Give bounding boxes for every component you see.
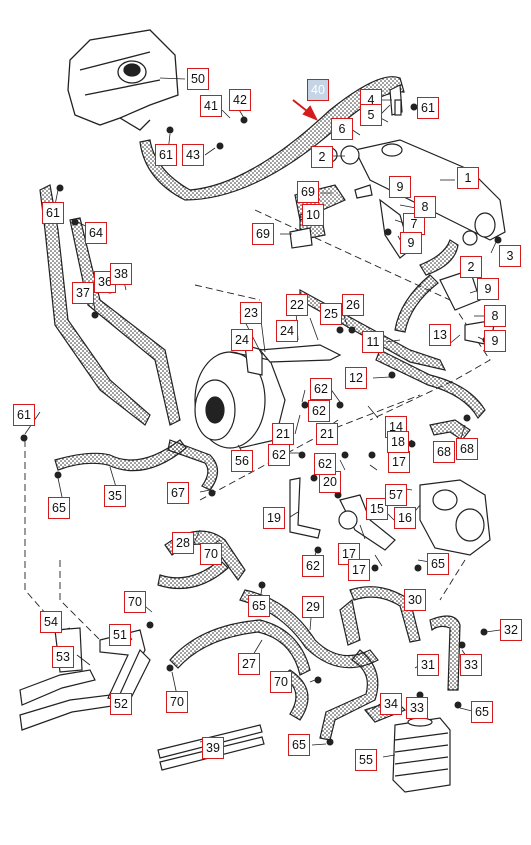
callout-65: 65	[48, 497, 70, 519]
callout-69: 69	[252, 223, 274, 245]
callout-30: 30	[404, 589, 426, 611]
callout-61: 61	[42, 202, 64, 224]
callout-9: 9	[400, 232, 422, 254]
callout-24: 24	[231, 329, 253, 351]
callout-27: 27	[238, 653, 260, 675]
callout-54: 54	[40, 611, 62, 633]
callout-61: 61	[13, 404, 35, 426]
callout-61: 61	[155, 144, 177, 166]
callout-26: 26	[342, 294, 364, 316]
callout-61: 61	[417, 97, 439, 119]
callout-8: 8	[414, 196, 436, 218]
callout-33: 33	[460, 654, 482, 676]
callout-38: 38	[110, 263, 132, 285]
callout-41: 41	[200, 95, 222, 117]
callout-22: 22	[286, 294, 308, 316]
callout-24: 24	[276, 320, 298, 342]
callout-6: 6	[331, 118, 353, 140]
callout-42: 42	[229, 89, 251, 111]
callout-17: 17	[348, 559, 370, 581]
oil-cooler	[392, 717, 451, 793]
callout-65: 65	[248, 595, 270, 617]
callout-12: 12	[345, 367, 367, 389]
callout-33: 33	[406, 697, 428, 719]
callout-67: 67	[167, 482, 189, 504]
callout-62: 62	[302, 555, 324, 577]
callout-65: 65	[471, 701, 493, 723]
callout-9: 9	[484, 330, 506, 352]
callout-5: 5	[360, 104, 382, 126]
callout-39: 39	[202, 737, 224, 759]
callout-50: 50	[187, 68, 209, 90]
callout-55: 55	[355, 749, 377, 771]
water-pump	[338, 479, 491, 556]
callout-70: 70	[200, 543, 222, 565]
callout-68: 68	[433, 441, 455, 463]
callout-31: 31	[417, 654, 439, 676]
callout-51: 51	[109, 624, 131, 646]
callout-1: 1	[457, 167, 479, 189]
callout-62: 62	[310, 378, 332, 400]
callout-2: 2	[460, 256, 482, 278]
callout-37: 37	[72, 282, 94, 304]
callout-21: 21	[316, 423, 338, 445]
callout-70: 70	[270, 671, 292, 693]
callout-62: 62	[308, 400, 330, 422]
callout-57: 57	[385, 484, 407, 506]
callout-65: 65	[288, 734, 310, 756]
callout-10: 10	[302, 204, 324, 226]
callout-70: 70	[124, 591, 146, 613]
callout-62: 62	[268, 444, 290, 466]
callout-2: 2	[311, 146, 333, 168]
callout-43: 43	[182, 144, 204, 166]
callout-9: 9	[477, 278, 499, 300]
callout-19: 19	[263, 507, 285, 529]
pointer-arrow	[292, 99, 319, 121]
callout-56: 56	[231, 450, 253, 472]
callout-34: 34	[380, 693, 402, 715]
callout-17: 17	[388, 451, 410, 473]
callout-15: 15	[366, 498, 388, 520]
callout-13: 13	[429, 324, 451, 346]
callout-69: 69	[297, 181, 319, 203]
coolant-flange-assembly	[289, 84, 506, 346]
callout-16: 16	[394, 507, 416, 529]
clamps-and-bolts	[20, 103, 502, 746]
callout-11: 11	[362, 331, 384, 353]
alternator	[194, 344, 342, 449]
callout-52: 52	[110, 693, 132, 715]
callout-3: 3	[499, 245, 521, 267]
callout-35: 35	[104, 485, 126, 507]
callout-62: 62	[314, 453, 336, 475]
callout-64: 64	[85, 222, 107, 244]
callout-53: 53	[52, 646, 74, 668]
callout-18: 18	[387, 431, 409, 453]
callout-28: 28	[172, 532, 194, 554]
callout-68: 68	[456, 438, 478, 460]
expansion-tank	[67, 29, 179, 131]
callout-65: 65	[427, 553, 449, 575]
callout-40: 40	[307, 79, 329, 101]
callout-32: 32	[500, 619, 522, 641]
callout-9: 9	[389, 176, 411, 198]
callout-70: 70	[166, 691, 188, 713]
callout-25: 25	[320, 303, 342, 325]
callout-23: 23	[240, 302, 262, 324]
callout-8: 8	[484, 305, 506, 327]
callout-29: 29	[302, 596, 324, 618]
callout-21: 21	[272, 423, 294, 445]
